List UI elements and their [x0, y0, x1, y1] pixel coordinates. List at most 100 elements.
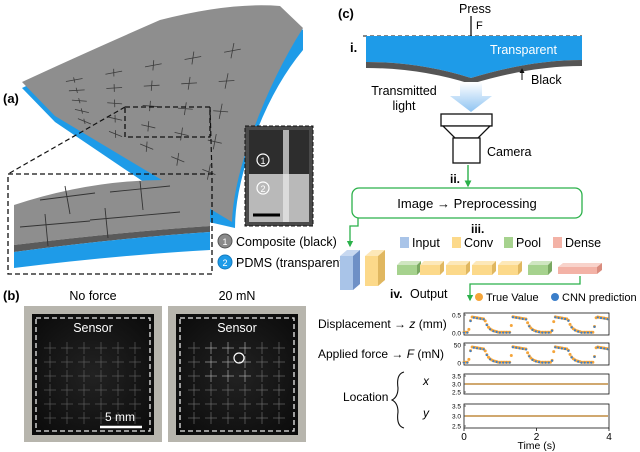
data-point: [509, 354, 513, 358]
zoom-block: [14, 180, 210, 268]
displacement-var: z: [408, 317, 415, 331]
data-point: [498, 361, 501, 364]
data-point: [498, 331, 501, 334]
panel-a: (a): [3, 5, 347, 275]
data-point: [467, 327, 471, 331]
data-point: [568, 322, 572, 326]
data-point: [528, 325, 531, 328]
grid-cross: [218, 103, 223, 120]
data-point: [489, 358, 492, 361]
data-point: [537, 361, 541, 364]
data-point: [596, 346, 599, 349]
data-point: [552, 350, 556, 354]
scalebar-label: 5 mm: [105, 410, 135, 424]
data-point: [541, 361, 544, 364]
grid-cross: [212, 133, 217, 150]
true-value-marker: [475, 293, 483, 301]
data-point: [508, 331, 511, 334]
no-force-title: No force: [69, 289, 116, 303]
cnn-layer-6: [498, 261, 522, 275]
transmitted-label: Transmitted: [371, 84, 437, 98]
preprocessing-label: Image → Preprocessing: [397, 196, 536, 211]
force-var: F: [407, 347, 415, 361]
zoom-line-left: [7, 106, 126, 175]
location-brace: [390, 371, 405, 429]
ytick-label: 0.5: [452, 313, 461, 320]
grid-cross: [83, 118, 86, 125]
x-axis-label: Time (s): [517, 440, 555, 452]
legend-dense: Dense: [565, 236, 601, 250]
layer-input: [340, 250, 360, 290]
data-point: [472, 346, 475, 349]
sensor-label-right: Sensor: [217, 321, 257, 335]
series-cnn: [462, 346, 609, 364]
true-value-label: True Value: [486, 292, 539, 304]
data-point: [502, 361, 505, 364]
data-point: [505, 331, 508, 334]
data-point: [534, 330, 537, 333]
svg-text:Displacement → z (mm): Displacement → z (mm): [318, 317, 447, 331]
data-point: [596, 316, 599, 319]
grid-cross: [176, 152, 180, 166]
grid-cross: [224, 73, 229, 89]
sensor-sheet-3d: [22, 5, 303, 228]
cnn-layer-7: [528, 261, 552, 275]
panel-c-label: (c): [338, 6, 354, 21]
data-point: [541, 331, 544, 334]
plot-force: 500: [454, 343, 610, 368]
data-point: [567, 319, 570, 322]
transparent-label: Transparent: [490, 43, 557, 57]
data-point: [524, 348, 528, 351]
legend-num-1: 1: [222, 237, 227, 247]
force-unit: (mN): [414, 347, 444, 361]
xtick-label: 0: [461, 432, 467, 443]
layer-dense: [558, 263, 602, 274]
grid-cross: [145, 141, 148, 152]
data-point: [479, 317, 482, 320]
grid-cross: [191, 51, 195, 65]
data-point: [466, 361, 469, 364]
data-point: [469, 319, 472, 323]
data-point: [462, 331, 466, 334]
ytick-label: 0: [457, 361, 461, 368]
photo-right: [176, 314, 298, 435]
data-point: [518, 317, 521, 320]
data-point: [526, 351, 530, 355]
micrograph-insert: 1 2: [244, 125, 314, 227]
grid-cross: [207, 164, 211, 180]
panel-a-label: (a): [3, 91, 19, 106]
data-point: [502, 331, 505, 334]
small-layers: [397, 261, 552, 275]
cnn-layer-2: [397, 261, 421, 275]
ytick-label: 3.0: [452, 414, 461, 421]
data-point: [570, 356, 573, 359]
data-point: [537, 331, 541, 334]
data-point: [485, 353, 488, 357]
data-point: [521, 317, 524, 320]
legend-input: Input: [412, 236, 440, 250]
data-point: [482, 348, 485, 351]
ytick-label: 0.0: [452, 331, 461, 338]
data-point: [568, 352, 572, 356]
data-point: [489, 328, 492, 331]
insert-label-1: 1: [260, 156, 265, 166]
camera-icon: [440, 113, 493, 164]
sensor-grid-right: [188, 342, 285, 424]
force-prefix: Applied force →: [318, 347, 407, 361]
grid-cross: [73, 77, 76, 83]
force-symbol: F: [476, 20, 483, 32]
layer-conv-1: [365, 250, 385, 286]
data-point: [599, 316, 603, 320]
data-point: [573, 359, 577, 362]
step-i: i.: [350, 40, 357, 55]
data-point: [560, 317, 563, 320]
data-point: [557, 316, 560, 319]
data-point: [528, 355, 531, 358]
data-point: [554, 346, 557, 349]
data-point: [518, 347, 521, 350]
legend-pdms: PDMS (transparent): [236, 256, 347, 270]
panel-c: (c) Press F i. Transparent Black Transmi…: [318, 2, 637, 452]
